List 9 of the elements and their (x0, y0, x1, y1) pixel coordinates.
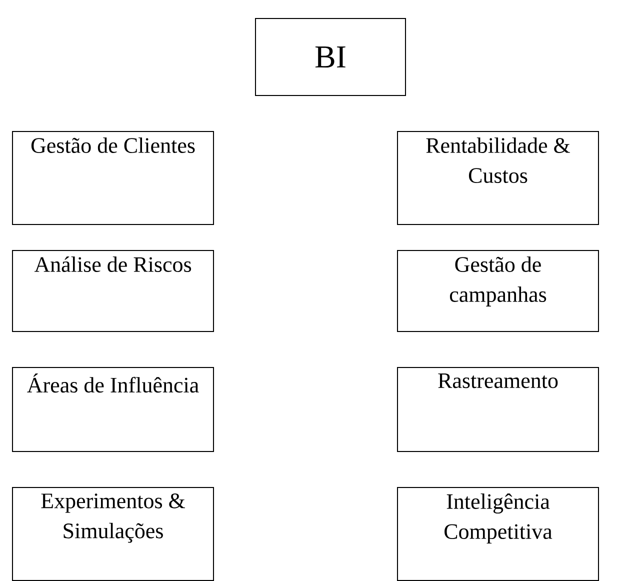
category-box: Gestão de Clientes (12, 131, 214, 225)
category-box: Rentabilidade & Custos (397, 131, 599, 225)
category-box: Inteligência Competitiva (397, 486, 599, 581)
category-box: Experimentos & Simulações (12, 486, 214, 581)
category-box: Rastreamento (397, 367, 599, 452)
category-box: Áreas de Influência (12, 367, 214, 452)
category-box: Gestão de campanhas (397, 250, 599, 332)
title-box: BI (255, 18, 406, 96)
category-box: Análise de Riscos (12, 250, 214, 332)
